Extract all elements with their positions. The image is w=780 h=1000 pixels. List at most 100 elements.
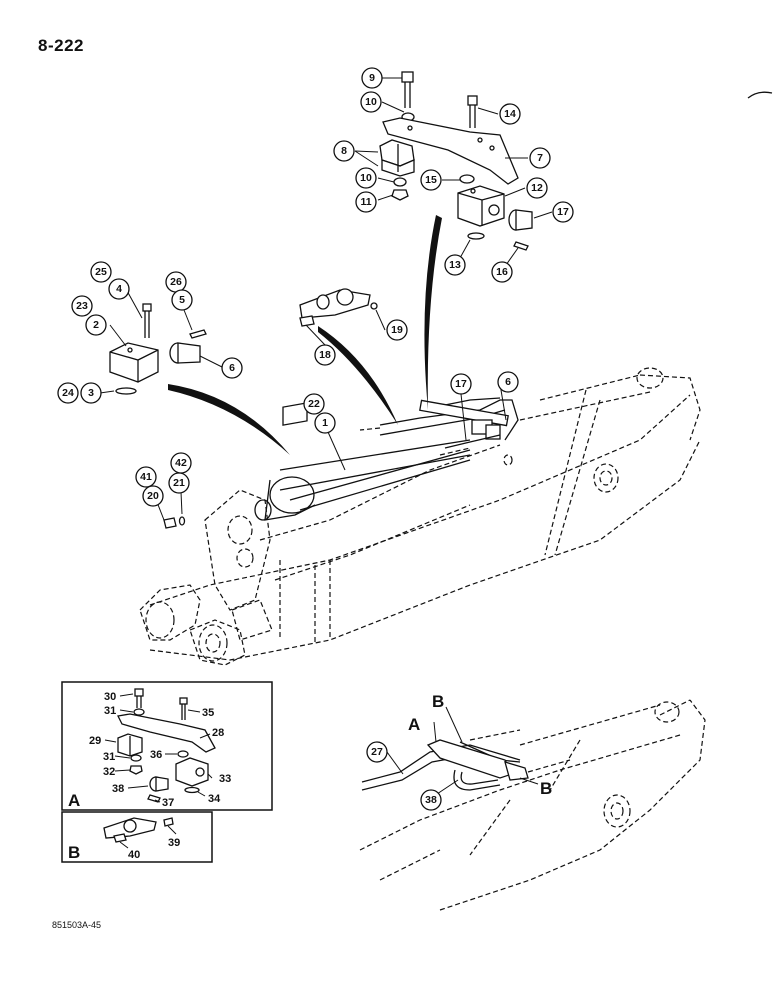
leader-wedges <box>168 215 442 455</box>
svg-text:17: 17 <box>455 378 467 390</box>
callout-20: 20 <box>142 485 164 507</box>
svg-text:7: 7 <box>537 152 543 164</box>
callout-12: 12 <box>526 177 548 199</box>
inset-a-letter: A <box>68 791 80 810</box>
corner-mark <box>747 91 773 99</box>
svg-text:20: 20 <box>147 490 159 502</box>
boom-cylinder <box>254 402 471 521</box>
inset-b-letter: B <box>68 843 80 862</box>
callout-19: 19 <box>386 319 408 341</box>
svg-text:13: 13 <box>449 259 461 271</box>
inset-a-label-34: 34 <box>208 793 221 805</box>
callout-16: 16 <box>491 261 513 283</box>
callout-5: 5 <box>171 289 193 311</box>
svg-text:16: 16 <box>496 266 508 278</box>
callout-4: 4 <box>108 278 130 300</box>
callout-17-b: 17 <box>450 373 472 395</box>
detail-letter-b: B <box>432 692 444 711</box>
detail-letter-a: A <box>408 715 420 734</box>
inset-a-label-38: 38 <box>112 783 124 795</box>
svg-text:14: 14 <box>504 108 516 120</box>
inset-a-label-37: 37 <box>162 797 174 809</box>
callout-10-b: 10 <box>355 167 377 189</box>
callout-11: 11 <box>355 191 377 213</box>
callout-41: 41 <box>135 466 157 488</box>
tube-assembly <box>359 397 519 456</box>
svg-text:5: 5 <box>179 294 185 306</box>
callout-1: 1 <box>314 412 336 434</box>
inset-a: A <box>61 681 273 811</box>
svg-text:11: 11 <box>360 196 371 208</box>
svg-text:42: 42 <box>175 457 187 469</box>
callout-18: 18 <box>314 344 336 366</box>
callout-23: 23 <box>71 295 93 317</box>
callout-38: 38 <box>420 789 442 811</box>
inset-a-label-36: 36 <box>150 749 162 761</box>
callout-6-b: 6 <box>497 371 519 393</box>
callout-17: 17 <box>552 201 574 223</box>
callout-13: 13 <box>444 254 466 276</box>
inset-a-label-28: 28 <box>212 727 224 739</box>
callout-22: 22 <box>303 393 325 415</box>
svg-text:15: 15 <box>425 174 437 186</box>
detail-view: A B B <box>359 692 706 911</box>
svg-text:19: 19 <box>391 324 403 336</box>
callout-2: 2 <box>85 314 107 336</box>
svg-text:8: 8 <box>341 145 347 157</box>
svg-text:6: 6 <box>505 376 511 388</box>
inset-a-label-29: 29 <box>89 735 101 747</box>
svg-text:22: 22 <box>308 398 320 410</box>
svg-text:10: 10 <box>360 172 372 184</box>
callout-9: 9 <box>361 67 383 89</box>
leader-lines <box>99 77 553 521</box>
svg-text:21: 21 <box>173 477 185 489</box>
boom-outline <box>149 367 701 661</box>
drawing-reference-code: 851503A-45 <box>52 920 102 930</box>
detail-letter-b-2: B <box>540 779 552 798</box>
middle-clamp-parts <box>299 288 378 327</box>
inset-b-label-39: 39 <box>168 837 180 849</box>
callout-10: 10 <box>360 91 382 113</box>
svg-text:3: 3 <box>88 387 94 399</box>
svg-text:2: 2 <box>93 319 99 331</box>
callout-6: 6 <box>221 357 243 379</box>
svg-text:23: 23 <box>76 300 88 312</box>
svg-text:25: 25 <box>95 266 107 278</box>
svg-text:38: 38 <box>425 794 437 806</box>
svg-text:4: 4 <box>116 283 122 295</box>
callout-24: 24 <box>57 382 79 404</box>
svg-text:41: 41 <box>140 471 152 483</box>
svg-text:27: 27 <box>371 746 383 758</box>
callout-15: 15 <box>420 169 442 191</box>
callout-25: 25 <box>90 261 112 283</box>
plug-oring-parts <box>163 516 186 529</box>
svg-text:1: 1 <box>322 417 328 429</box>
callout-26: 26 <box>165 271 187 293</box>
inset-a-label-31-b: 31 <box>103 751 115 763</box>
callout-14: 14 <box>499 103 521 125</box>
inset-a-label-30: 30 <box>104 691 116 703</box>
callout-42: 42 <box>170 452 192 474</box>
callout-8: 8 <box>333 140 355 162</box>
callout-3: 3 <box>80 382 102 404</box>
inset-a-label-33: 33 <box>219 773 231 785</box>
inset-b: B 39 40 <box>61 811 213 863</box>
boom-base-pivot <box>139 489 273 666</box>
inset-a-label-35: 35 <box>202 707 214 719</box>
top-clamp-parts <box>379 71 533 251</box>
page-number: 8-222 <box>38 36 84 55</box>
callout-21: 21 <box>168 472 190 494</box>
svg-text:12: 12 <box>531 182 543 194</box>
svg-text:26: 26 <box>170 276 182 288</box>
svg-text:18: 18 <box>319 349 331 361</box>
inset-b-label-40: 40 <box>128 849 140 861</box>
svg-text:24: 24 <box>62 387 74 399</box>
svg-text:6: 6 <box>229 362 235 374</box>
left-block-parts <box>109 303 207 395</box>
svg-text:17: 17 <box>557 206 569 218</box>
callout-27: 27 <box>366 741 388 763</box>
svg-text:10: 10 <box>365 96 377 108</box>
inset-a-label-31: 31 <box>104 705 116 717</box>
svg-text:9: 9 <box>369 72 375 84</box>
